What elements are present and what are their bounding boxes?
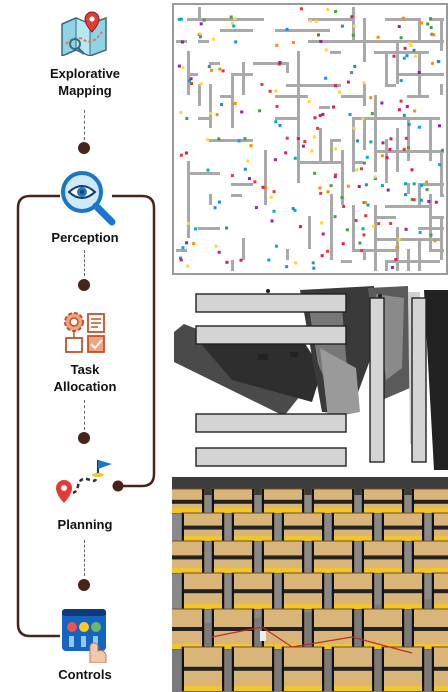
stage-label-explorative-mapping: Explorative Mapping — [49, 66, 121, 98]
connector-dot — [78, 579, 90, 591]
stage-label-planning: Planning — [57, 517, 113, 532]
map-pin-icon — [58, 10, 112, 56]
control-panel-icon — [60, 607, 112, 663]
warehouse-simulation-render — [172, 477, 448, 692]
connector-dot — [78, 142, 90, 154]
route-flag-icon — [52, 456, 118, 508]
stage-label-task-allocation: Task Allocation — [53, 362, 117, 394]
eye-magnifier-icon — [57, 168, 117, 228]
connector-dot — [78, 432, 90, 444]
stage-label-perception: Perception — [51, 230, 119, 245]
connector-dot — [78, 279, 90, 291]
connector-dash — [84, 250, 85, 276]
occupancy-grid-map — [172, 284, 448, 474]
maze-exploration-map — [172, 3, 448, 275]
connector-dash — [84, 400, 85, 430]
connector-dash — [84, 110, 85, 140]
task-gear-icon — [56, 308, 112, 356]
connector-dash — [84, 540, 85, 576]
stage-label-controls: Controls — [58, 667, 112, 682]
feedback-loop-connector — [16, 194, 156, 638]
